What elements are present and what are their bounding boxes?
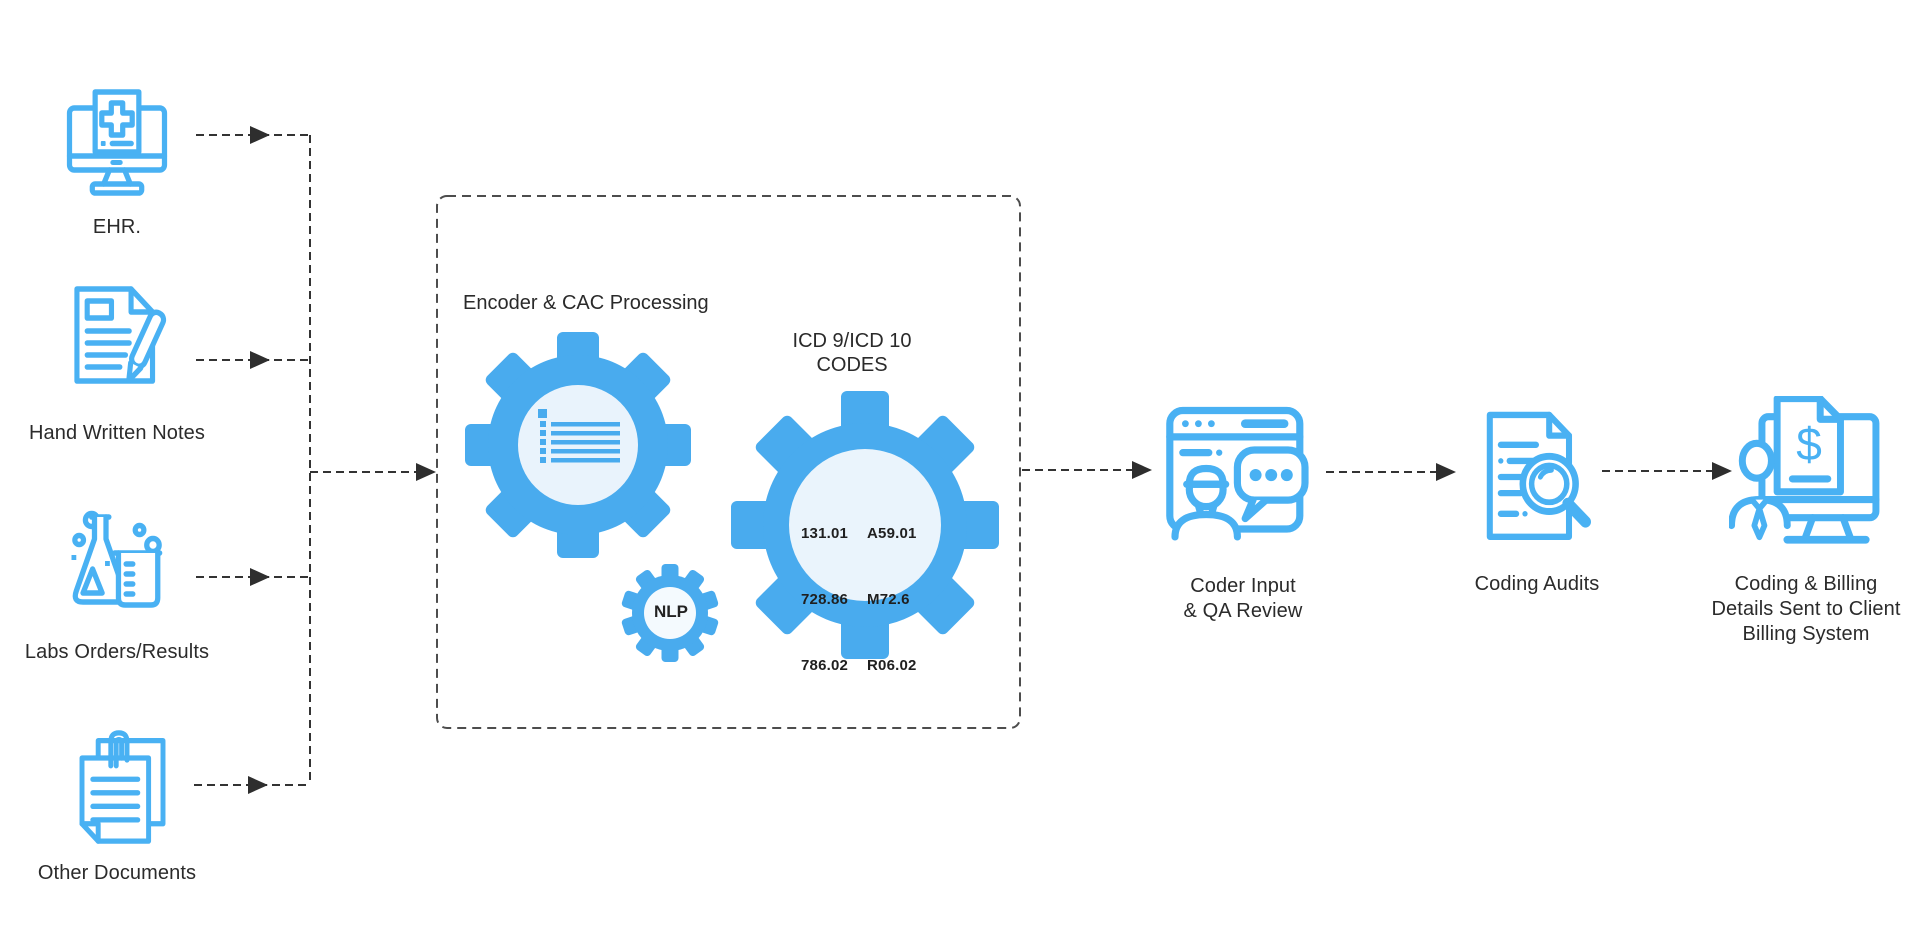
encoder-gear [465,332,691,558]
coder-chat-window-icon [1166,406,1309,541]
icd10-code: R06.02 [867,657,917,674]
icd-codes-gear [731,391,999,659]
ehr-monitor-icon [66,89,168,196]
encoder-cac-dashed-box [436,195,1021,729]
icd10-code: A59.01 [867,525,917,542]
dollar-sign-glyph: $ [1796,418,1822,470]
icd10-code-list: A59.01 M72.6 R06.02 [867,479,917,721]
icd-heading-line1: ICD 9/ICD 10 [792,330,912,352]
connector-arrowheads [248,126,1732,794]
icd-heading-line2: CODES [816,354,888,376]
source-label-ehr: EHR. [92,216,142,238]
icd10-code: M72.6 [867,591,910,608]
output-label-billing: Coding & Billing Details Sent to Client … [1706,572,1906,647]
icd9-code: 786.02 [801,657,849,674]
output-label-billing-line3: Billing System [1742,623,1870,645]
lab-flask-icon [71,510,163,608]
encoder-cac-title: Encoder & CAC Processing [463,292,709,314]
source-label-otherdocs: Other Documents [37,862,197,884]
source-label-labs: Labs Orders/Results [24,641,210,663]
nlp-gear [620,564,720,662]
output-label-billing-line1: Coding & Billing [1734,573,1878,595]
source-label-notes: Hand Written Notes [29,422,205,444]
output-label-coder-line1: Coder Input [1190,575,1296,597]
output-label-billing-line2: Details Sent to Client [1711,598,1901,620]
icd9-code-list: 131.01 728.86 786.02 [801,479,848,721]
icd9-code: 728.86 [801,591,849,608]
handwritten-notes-icon [74,286,167,384]
output-label-coder: Coder Input & QA Review [1143,574,1343,624]
icd9-code: 131.01 [801,525,849,542]
document-magnifier-icon [1486,411,1591,540]
clipped-documents-icon [79,730,166,844]
output-label-audits: Coding Audits [1474,573,1600,595]
billing-monitor-dollar-icon [1729,396,1880,544]
output-label-coder-line2: & QA Review [1183,600,1303,622]
icd-codes-heading: ICD 9/ICD 10 CODES [752,329,952,377]
nlp-gear-label: NLP [654,602,688,621]
code-list-icon [538,409,620,463]
